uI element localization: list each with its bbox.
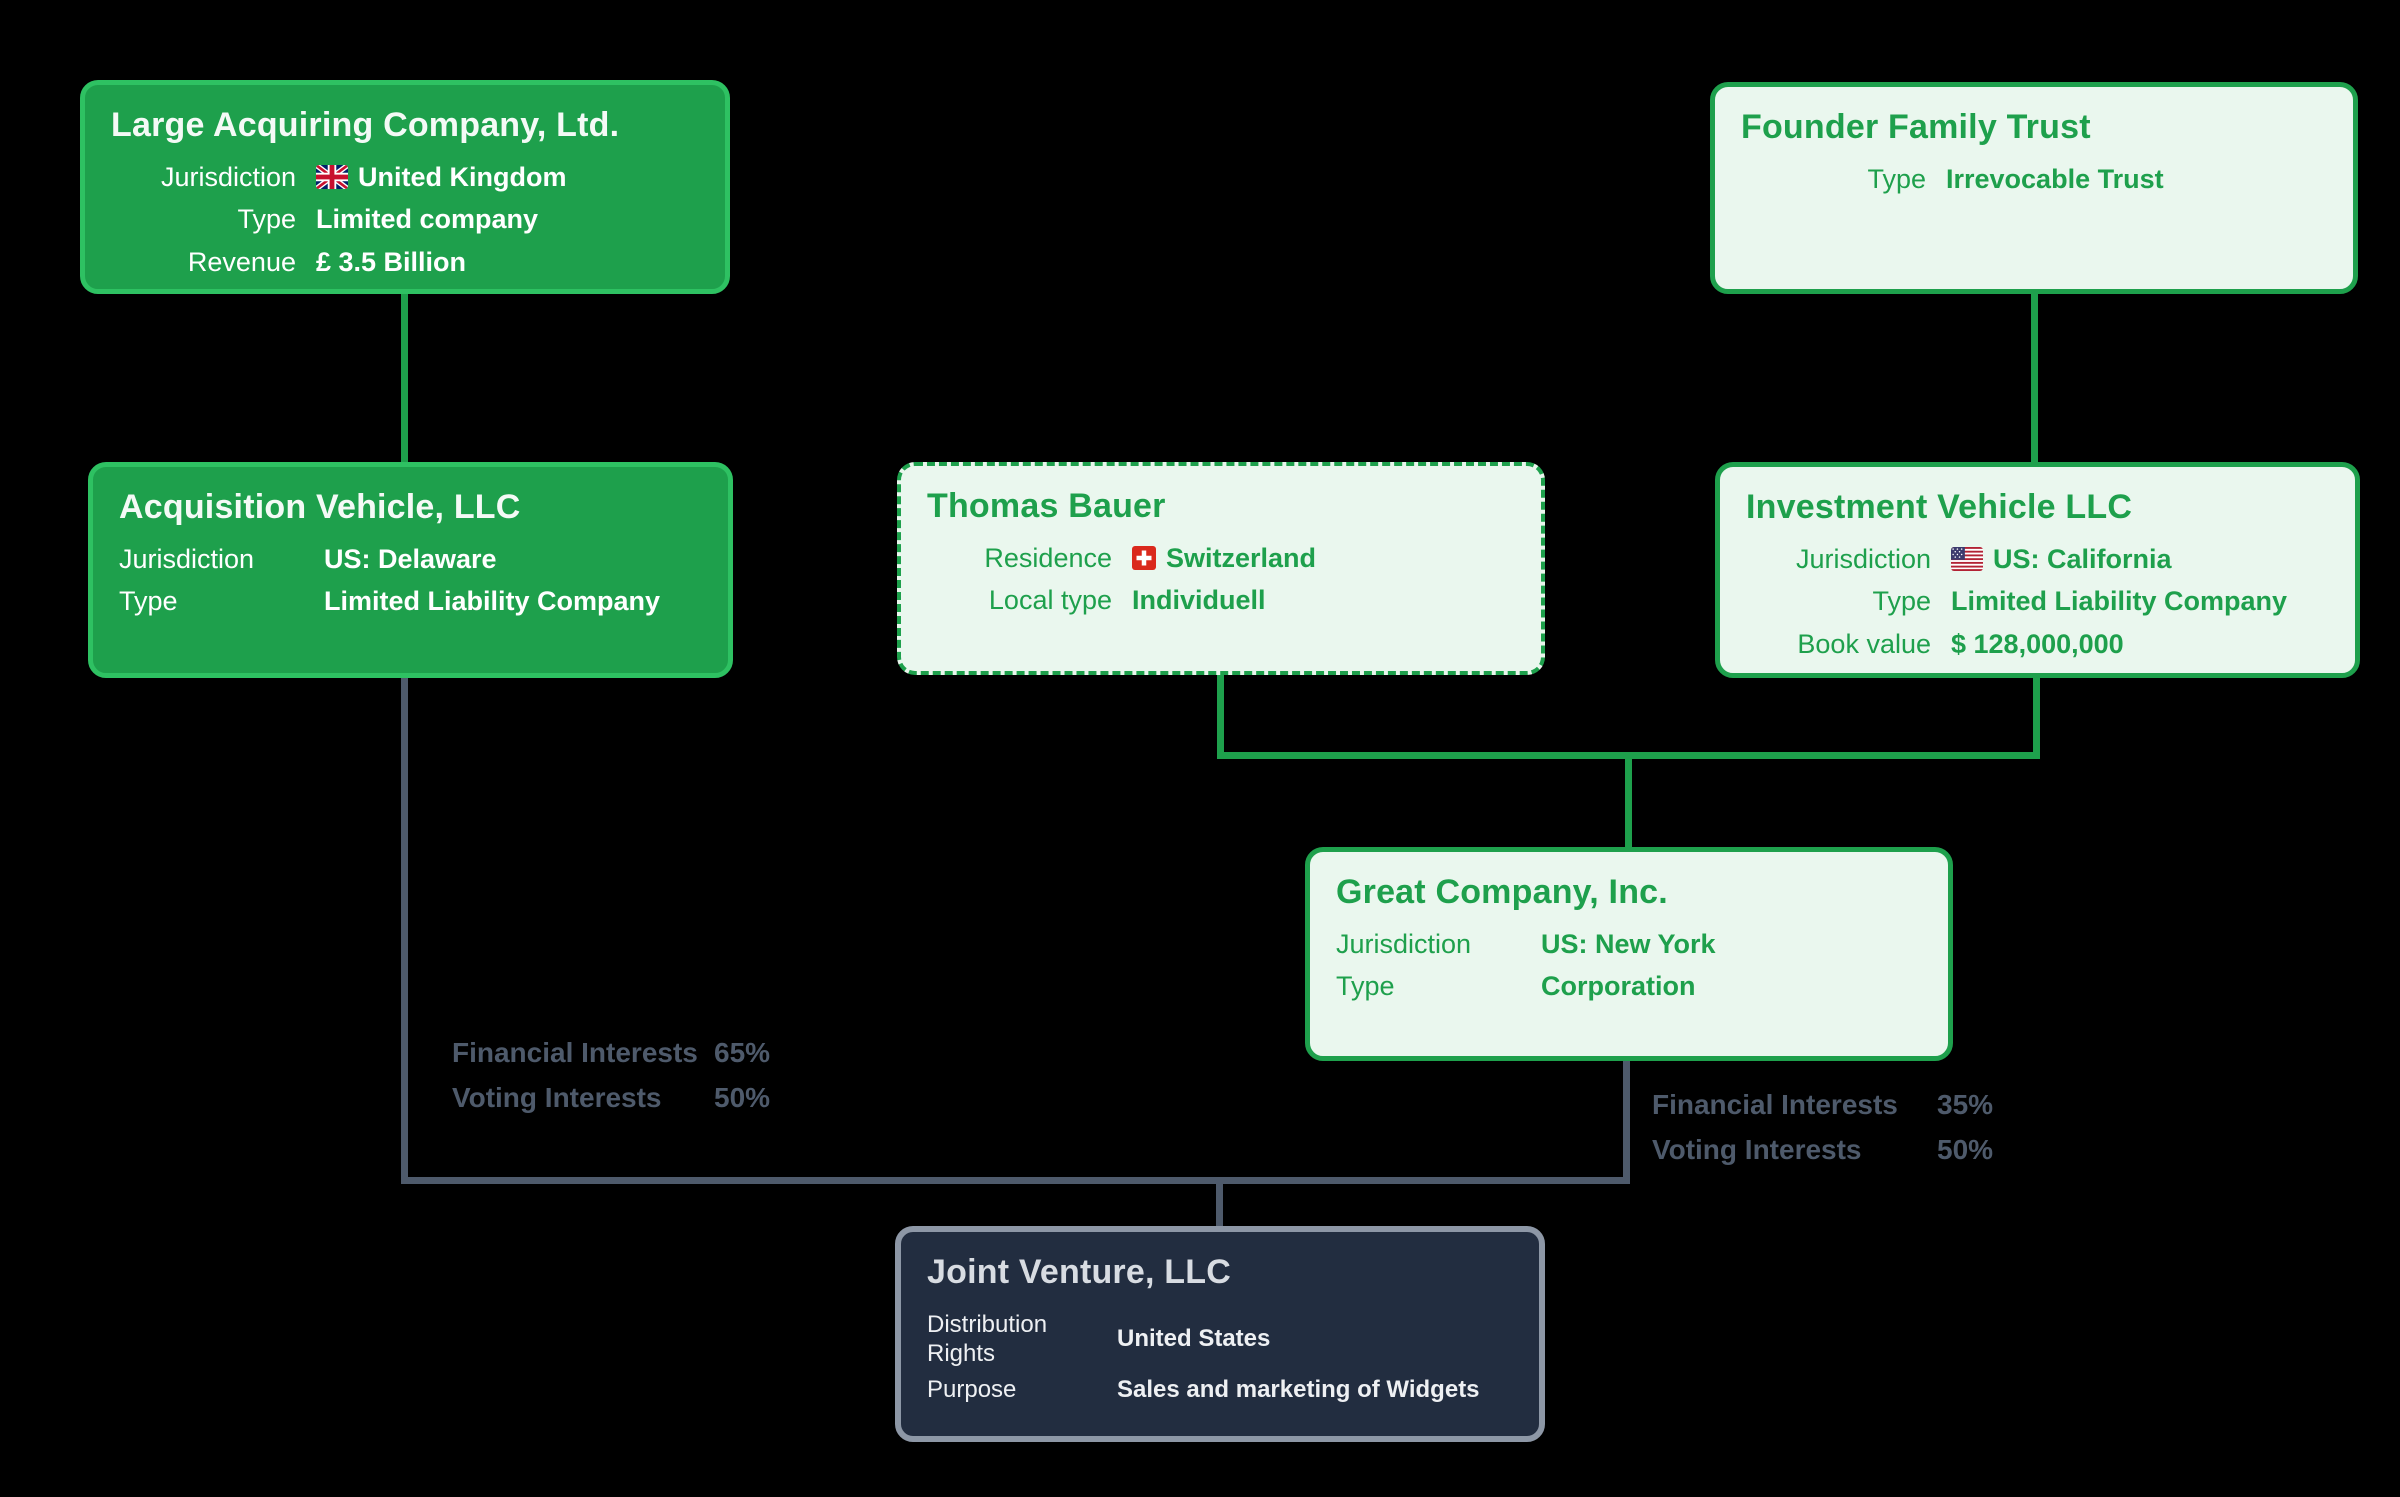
- attr-label: Revenue: [187, 246, 296, 277]
- edge-trust-to-investment: [2031, 291, 2038, 464]
- edge-jv-drop: [1216, 1177, 1223, 1228]
- edge-jv-horizontal: [401, 1177, 1630, 1184]
- attr-row: Jurisdiction: [1746, 543, 2329, 575]
- edge-bauer-down: [1217, 673, 1224, 759]
- edge-label-value: 50%: [714, 1082, 771, 1113]
- attr-row: Type Corporation: [1336, 970, 1922, 1002]
- node-joint-venture[interactable]: Joint Venture, LLC Distribution Rights U…: [895, 1226, 1545, 1442]
- attr-row: Purpose Sales and marketing of Widgets: [927, 1376, 1513, 1405]
- node-title: Acquisition Vehicle, LLC: [119, 488, 521, 526]
- edge-label-row: Voting Interests 50%: [452, 1075, 770, 1120]
- attr-value: Corporation: [1541, 971, 1696, 1002]
- attr-label: Residence: [984, 542, 1112, 573]
- attr-value: Individuell: [1132, 585, 1266, 616]
- attr-label: Purpose: [927, 1376, 1017, 1404]
- edge-label-row: Financial Interests 65%: [452, 1030, 770, 1075]
- attr-label: Distribution Rights: [927, 1310, 1048, 1367]
- edge-investment-down: [2033, 676, 2040, 759]
- attr-label: Book value: [1797, 628, 1931, 659]
- attr-value: Limited Liability Company: [324, 586, 661, 617]
- edge-acquisition-down: [401, 676, 408, 1184]
- edge-label-value: 35%: [1937, 1089, 1994, 1120]
- attr-value: £ 3.5 Billion: [316, 246, 467, 277]
- edge-label-acquisition-jv: Financial Interests 65% Voting Interests…: [452, 1030, 770, 1120]
- attr-label: Local type: [988, 585, 1112, 616]
- attr-row: Local type Individuell: [927, 584, 1515, 616]
- edge-label-name: Financial Interests: [1652, 1089, 1898, 1120]
- attr-value: US: Delaware: [324, 543, 497, 574]
- attr-value: US: New York: [1541, 928, 1716, 959]
- node-founder-family-trust[interactable]: Founder Family Trust Type Irrevocable Tr…: [1710, 82, 2358, 294]
- swiss-flag-icon: [1132, 545, 1156, 570]
- node-investment-vehicle[interactable]: Investment Vehicle LLC Jurisdiction: [1715, 462, 2360, 678]
- attr-row: Residence Switzerland: [927, 542, 1515, 574]
- attr-label: Type: [119, 586, 178, 617]
- edge-label-name: Voting Interests: [1652, 1134, 1862, 1165]
- edge-owners-to-great: [1625, 752, 1632, 849]
- attr-value: Irrevocable Trust: [1946, 163, 2164, 194]
- attr-value: United Kingdom: [358, 161, 567, 192]
- attr-value: Sales and marketing of Widgets: [1117, 1376, 1480, 1404]
- edge-label-value: 65%: [714, 1037, 771, 1068]
- node-title: Founder Family Trust: [1741, 108, 2091, 146]
- attr-row: Type Limited Liability Company: [1746, 585, 2329, 617]
- attr-label: Type: [1336, 971, 1395, 1002]
- attr-row: Jurisdiction US: Delaware: [119, 543, 702, 575]
- edge-label-name: Voting Interests: [452, 1082, 662, 1113]
- edge-acquiring-to-acquisition: [401, 293, 408, 464]
- attr-row: Jurisdiction US: New York: [1336, 928, 1922, 960]
- edge-label-row: Financial Interests 35%: [1652, 1082, 1993, 1127]
- attr-row: Type Limited company: [111, 203, 699, 235]
- attr-value: Limited Liability Company: [1951, 586, 2288, 617]
- node-title: Thomas Bauer: [927, 487, 1166, 525]
- attr-label: Jurisdiction: [1795, 543, 1931, 574]
- attr-label: Type: [1872, 586, 1931, 617]
- attr-value: Switzerland: [1166, 542, 1317, 573]
- attr-label: Type: [1867, 163, 1926, 194]
- attr-value: United States: [1117, 1325, 1271, 1353]
- attr-value: Limited company: [316, 204, 539, 235]
- attr-label: Jurisdiction: [160, 161, 296, 192]
- node-thomas-bauer[interactable]: Thomas Bauer Residence Switzerland Lo: [897, 462, 1545, 675]
- node-title: Great Company, Inc.: [1336, 873, 1668, 911]
- attr-label: Jurisdiction: [1336, 928, 1472, 959]
- node-title: Large Acquiring Company, Ltd.: [111, 106, 620, 144]
- attr-label: Jurisdiction: [119, 543, 255, 574]
- edge-label-name: Financial Interests: [452, 1037, 698, 1068]
- edge-label-value: 50%: [1937, 1134, 1994, 1165]
- edge-label-row: Voting Interests 50%: [1652, 1127, 1993, 1172]
- attr-value: $ 128,000,000: [1951, 628, 2124, 659]
- attr-row: Distribution Rights United States: [927, 1311, 1513, 1369]
- node-title: Investment Vehicle LLC: [1746, 488, 2133, 526]
- attr-row: Jurisdiction United Kingdom: [111, 161, 699, 193]
- attr-row: Book value $ 128,000,000: [1746, 628, 2329, 660]
- uk-flag-icon: [316, 164, 348, 189]
- node-great-company[interactable]: Great Company, Inc. Jurisdiction US: New…: [1305, 847, 1953, 1061]
- attr-value: US: California: [1993, 543, 2172, 574]
- attr-row: Type Irrevocable Trust: [1741, 163, 2327, 195]
- node-title: Joint Venture, LLC: [927, 1253, 1231, 1291]
- edge-great-down: [1623, 1059, 1630, 1184]
- edge-label-great-jv: Financial Interests 35% Voting Interests…: [1652, 1082, 1993, 1172]
- attr-row: Type Limited Liability Company: [119, 585, 702, 617]
- attr-label: Type: [237, 204, 296, 235]
- node-acquisition-vehicle[interactable]: Acquisition Vehicle, LLC Jurisdiction US…: [88, 462, 733, 678]
- us-flag-icon: [1951, 546, 1983, 571]
- attr-row: Revenue £ 3.5 Billion: [111, 246, 699, 278]
- node-large-acquiring-company[interactable]: Large Acquiring Company, Ltd. Jurisdicti…: [80, 80, 730, 294]
